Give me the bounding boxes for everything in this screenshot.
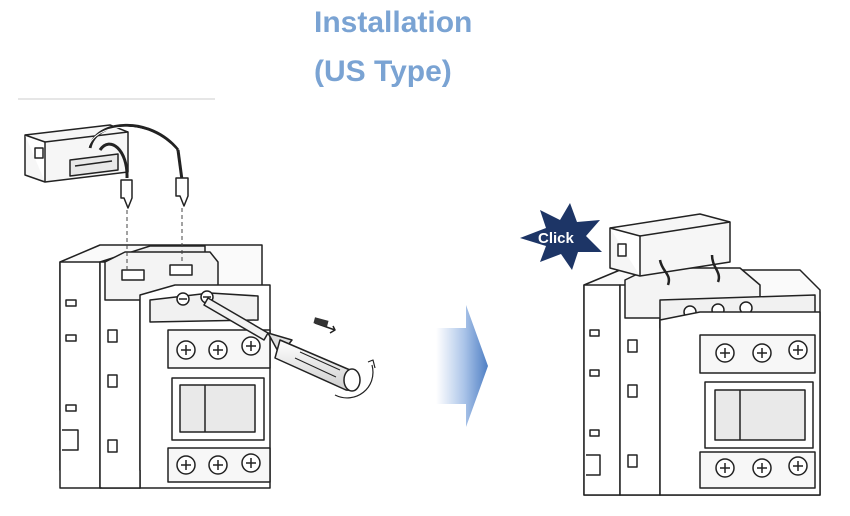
click-label: Click bbox=[538, 230, 575, 247]
us-type-subtitle: (US Type) bbox=[314, 55, 452, 88]
screwdriver-icon bbox=[203, 297, 376, 399]
contactor-before bbox=[59, 244, 271, 489]
direction-arrow-icon bbox=[436, 305, 488, 427]
mounted-suppressor-module bbox=[609, 213, 731, 286]
click-star-icon: Click bbox=[520, 203, 602, 270]
contactor-after bbox=[583, 267, 821, 496]
installation-title: Installation bbox=[314, 6, 473, 39]
surge-suppressor-module bbox=[24, 123, 189, 209]
